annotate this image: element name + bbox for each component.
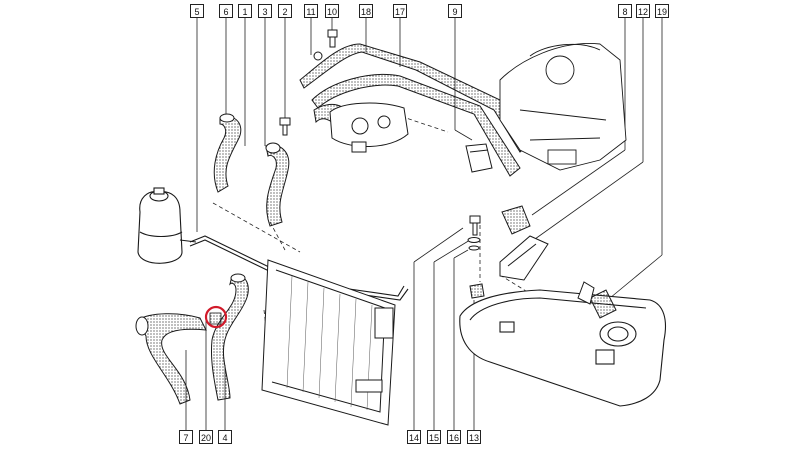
callout-20: 20: [199, 430, 213, 444]
upper-hoses: [213, 113, 290, 227]
callout-label: 4: [222, 433, 228, 443]
callout-17: 17: [393, 4, 407, 18]
callout-label: 3: [262, 7, 268, 17]
bolt-part-10: [313, 29, 338, 61]
engine-block: [499, 43, 627, 171]
expansion-tank: [137, 187, 197, 264]
callout-1: 1: [238, 4, 252, 18]
callout-12: 12: [636, 4, 650, 18]
callout-8: 8: [618, 4, 632, 18]
callout-label: 11: [306, 7, 316, 17]
bolt-part-2: [279, 117, 291, 136]
callout-label: 20: [200, 433, 211, 443]
callout-18: 18: [359, 4, 373, 18]
clamp-part-20: [204, 305, 228, 329]
callout-16: 16: [447, 430, 461, 444]
callout-15: 15: [427, 430, 441, 444]
callout-14: 14: [407, 430, 421, 444]
callout-label: 14: [408, 433, 419, 443]
callout-label: 8: [622, 7, 628, 17]
callout-11: 11: [304, 4, 318, 18]
callout-label: 6: [223, 7, 229, 17]
lower-hoses: [135, 273, 249, 405]
callout-label: 17: [394, 7, 405, 17]
bracket-part-12: [499, 235, 549, 281]
fasteners: [467, 215, 485, 299]
callout-label: 7: [183, 433, 189, 443]
callout-label: 1: [242, 7, 248, 17]
callout-13: 13: [467, 430, 481, 444]
callout-6: 6: [219, 4, 233, 18]
callout-9: 9: [448, 4, 462, 18]
highlight-circle-part-20: [204, 305, 228, 329]
callout-label: 9: [452, 7, 458, 17]
callout-label: 2: [282, 7, 288, 17]
callout-label: 16: [448, 433, 459, 443]
callout-label: 15: [428, 433, 439, 443]
callout-19: 19: [655, 4, 669, 18]
callout-label: 18: [360, 7, 371, 17]
callout-2: 2: [278, 4, 292, 18]
callout-label: 19: [656, 7, 667, 17]
valve-cover: [459, 289, 667, 407]
callout-label: 10: [326, 7, 337, 17]
thermostat-housing: [329, 102, 409, 153]
callout-4: 4: [218, 430, 232, 444]
callout-7: 7: [179, 430, 193, 444]
clip-part-9: [465, 143, 493, 173]
callout-5: 5: [190, 4, 204, 18]
callout-3: 3: [258, 4, 272, 18]
callout-10: 10: [325, 4, 339, 18]
radiator: [261, 259, 396, 426]
callout-label: 13: [468, 433, 479, 443]
connector-part-8: [501, 205, 531, 235]
bracket-part-19: [577, 281, 617, 319]
callout-label: 5: [194, 7, 200, 17]
callout-label: 12: [637, 7, 648, 17]
